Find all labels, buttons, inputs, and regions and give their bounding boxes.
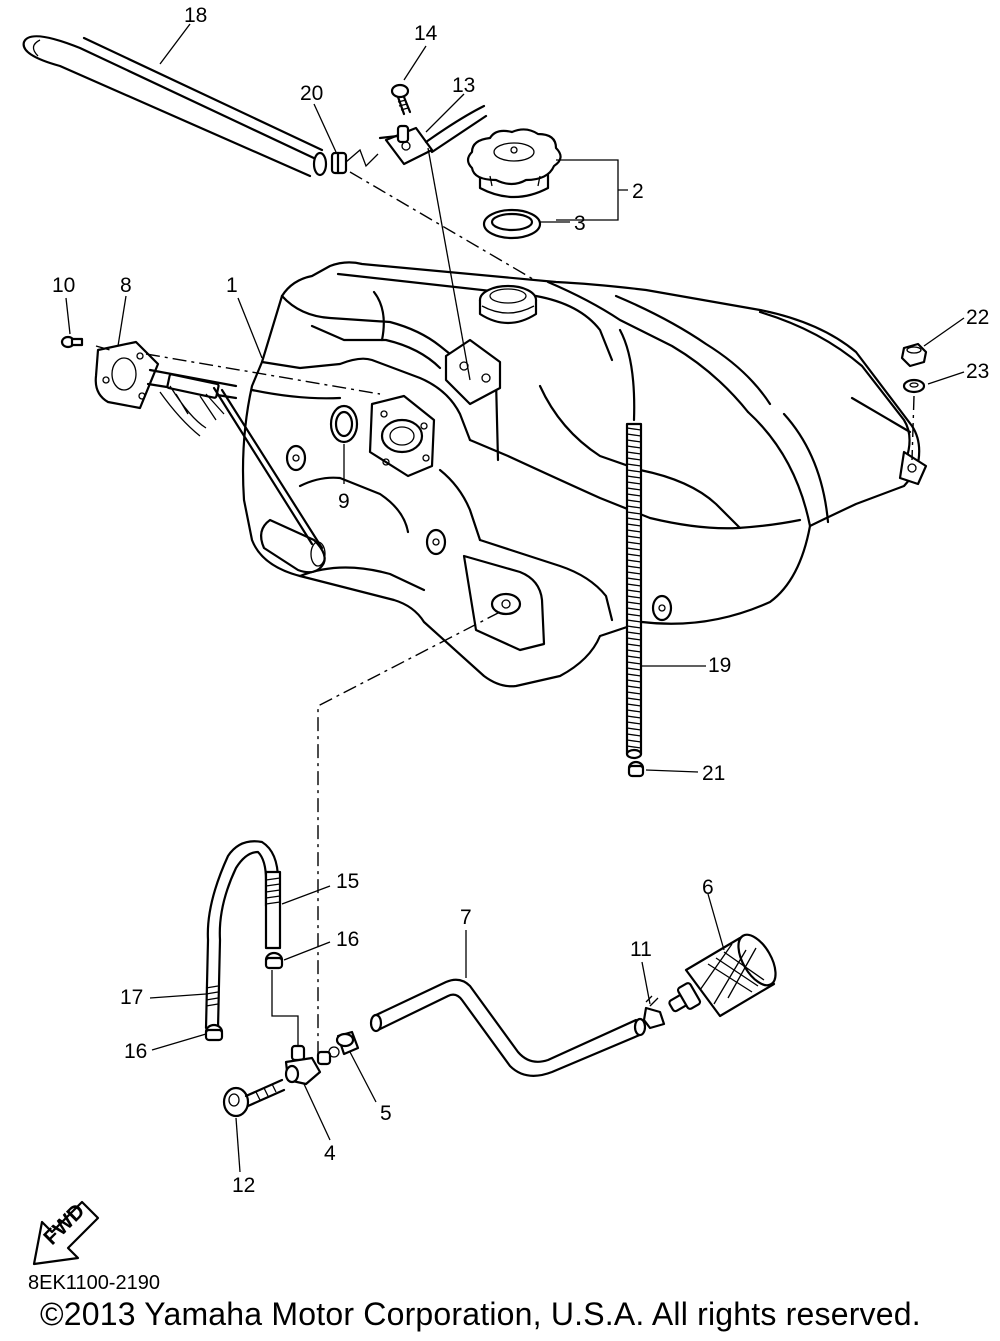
callout-1: 1 xyxy=(226,274,238,297)
part-6-fuel-filter[interactable] xyxy=(668,929,783,1018)
callout-16: 16 xyxy=(124,1040,147,1063)
part-15-hose[interactable] xyxy=(264,870,282,950)
part-8-sender-unit[interactable] xyxy=(94,340,238,437)
callout-18: 18 xyxy=(184,4,207,27)
part-19-vent-hose[interactable] xyxy=(618,328,643,760)
callout-15: 15 xyxy=(336,870,359,893)
callout-10: 10 xyxy=(52,274,75,297)
callout-5: 5 xyxy=(380,1102,392,1125)
callout-17: 17 xyxy=(120,986,143,1009)
part-2-fuel-cap[interactable] xyxy=(466,128,562,198)
part-1-fuel-tank[interactable] xyxy=(241,261,928,688)
callout-labels: 1 2 3 4 5 6 7 8 9 10 11 12 13 14 15 16 1… xyxy=(52,4,989,1197)
callout-8: 8 xyxy=(120,274,132,297)
part-21-clip[interactable] xyxy=(627,760,645,778)
callout-20: 20 xyxy=(300,82,323,105)
callout-4: 4 xyxy=(324,1142,336,1165)
callout-14: 14 xyxy=(414,22,438,45)
part-14-screw[interactable] xyxy=(390,83,412,116)
callout-11: 11 xyxy=(630,938,652,961)
fwd-arrow-icon: FWD xyxy=(32,1199,100,1266)
callout-6: 6 xyxy=(702,876,714,899)
part-20-clamp[interactable] xyxy=(330,151,348,175)
part-13-vent-bracket[interactable] xyxy=(378,104,488,166)
diagram-part-number: 8EK1100-2190 xyxy=(28,1272,160,1294)
part-10-screw[interactable] xyxy=(60,335,84,349)
callout-16: 16 xyxy=(336,928,359,951)
part-11-clip[interactable] xyxy=(642,995,666,1030)
callout-12: 12 xyxy=(232,1174,255,1197)
part-12-bolt[interactable] xyxy=(222,1078,286,1118)
part-16-clip-lower[interactable] xyxy=(204,1023,224,1042)
callout-23: 23 xyxy=(966,360,989,383)
part-9-seal[interactable] xyxy=(329,404,359,444)
callout-21: 21 xyxy=(702,762,725,785)
part-17-hose[interactable] xyxy=(204,840,280,1030)
part-16-clip-upper[interactable] xyxy=(264,951,284,970)
callout-19: 19 xyxy=(708,654,731,677)
callout-7: 7 xyxy=(460,906,472,929)
part-18-breather-hose[interactable] xyxy=(22,35,328,178)
part-3-gasket[interactable] xyxy=(482,208,542,240)
leader-lines xyxy=(65,23,965,1173)
part-22-nut[interactable] xyxy=(900,342,928,368)
callout-9: 9 xyxy=(338,490,350,513)
part-23-washer[interactable] xyxy=(902,378,926,394)
part-4-fuel-cock[interactable] xyxy=(284,1044,340,1086)
part-5-joint[interactable] xyxy=(335,1030,360,1056)
copyright-notice: ©2013 Yamaha Motor Corporation, U.S.A. A… xyxy=(40,1296,921,1332)
callout-13: 13 xyxy=(452,74,475,97)
callout-3: 3 xyxy=(574,212,586,235)
callout-2: 2 xyxy=(632,180,644,203)
part-7-fuel-hose[interactable] xyxy=(369,978,647,1077)
callout-22: 22 xyxy=(966,306,989,329)
